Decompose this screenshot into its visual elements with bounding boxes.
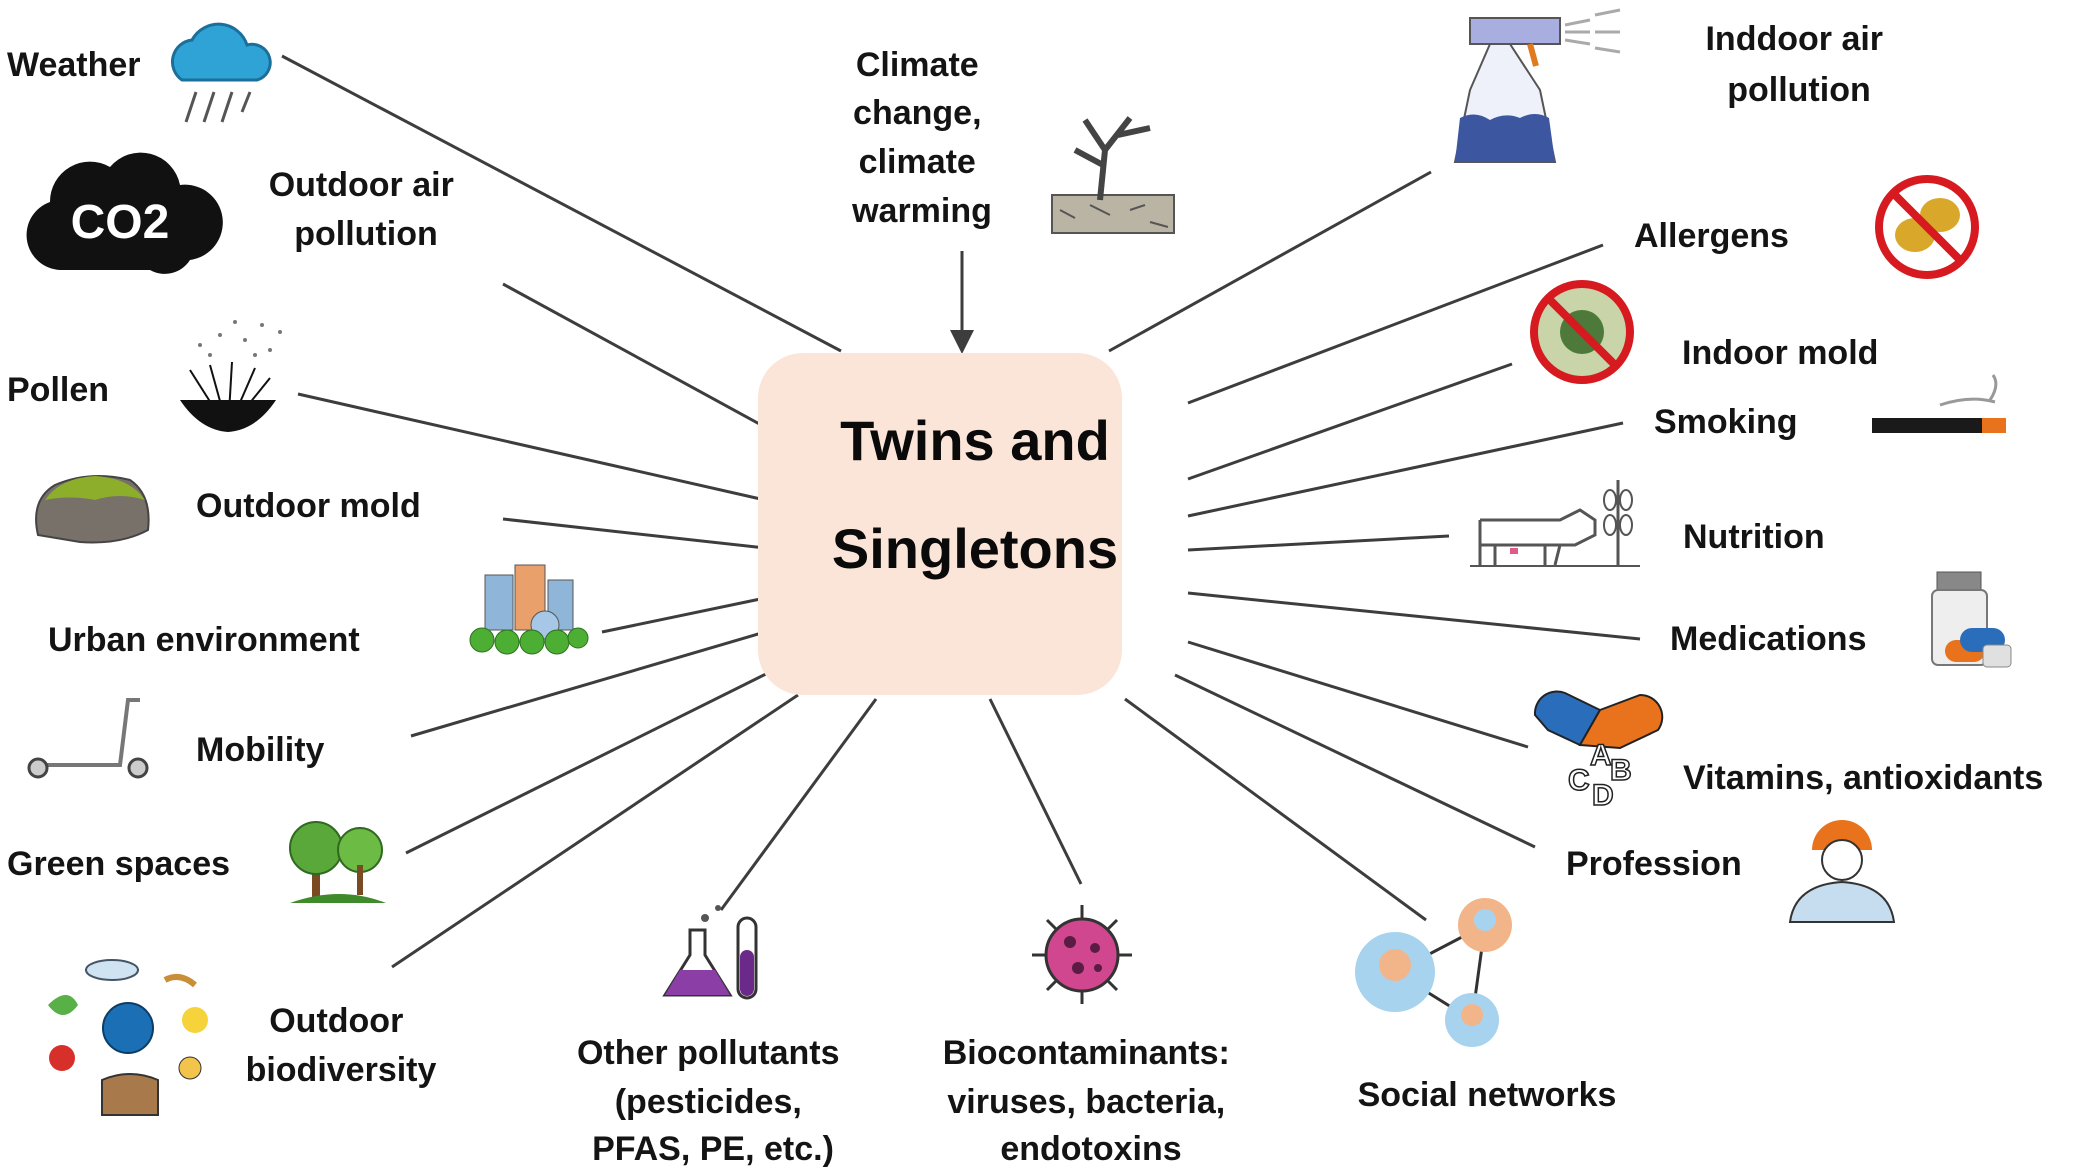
- cigarette-icon: [1872, 374, 2006, 433]
- labels: Weather Climate change, climate warming …: [7, 20, 2043, 1168]
- center-node: Twins and Singletons: [758, 353, 1122, 695]
- spray-bottle-icon: [1453, 8, 1621, 163]
- connector-weather: [281, 54, 842, 353]
- label-biodiversity: Outdoor biodiversity: [246, 1002, 437, 1089]
- label-weather: Weather: [7, 46, 141, 84]
- connector-indoor-mold: [1187, 362, 1513, 481]
- connector-medications: [1187, 591, 1641, 641]
- svg-text:C: C: [1568, 764, 1590, 797]
- virus-icon: [1032, 905, 1132, 1004]
- connector-biocontaminants: [988, 698, 1083, 885]
- label-climate: Climate change, climate warming: [851, 46, 992, 230]
- no-mold-icon: [1530, 280, 1634, 384]
- cow-wheat-icon: [1470, 480, 1640, 567]
- label-profession: Profession: [1566, 845, 1742, 883]
- connector-green: [405, 670, 771, 855]
- pollen-icon: [180, 320, 282, 432]
- no-peanut-icon: [1875, 175, 1979, 279]
- co2-cloud-icon: CO2: [26, 152, 223, 274]
- connector-pollen: [297, 392, 766, 502]
- center-title-line1: Twins and: [840, 409, 1110, 472]
- label-outdoor-mold: Outdoor mold: [196, 487, 421, 525]
- connector-social: [1124, 697, 1427, 922]
- connector-mobility: [410, 630, 766, 738]
- label-pollen: Pollen: [7, 371, 109, 409]
- label-vitamins: Vitamins, antioxidants: [1683, 759, 2043, 797]
- label-pollutants: Other pollutants (pesticides, PFAS, PE, …: [577, 1034, 849, 1168]
- label-green: Green spaces: [7, 845, 230, 883]
- label-mobility: Mobility: [196, 731, 325, 769]
- connector-outdoor-mold: [502, 517, 766, 550]
- scooter-icon: [27, 698, 149, 779]
- svg-text:D: D: [1592, 779, 1614, 812]
- svg-text:A: A: [1590, 739, 1612, 772]
- city-icon: [469, 564, 589, 655]
- biodiversity-icon: [48, 959, 208, 1116]
- svg-text:CO2: CO2: [71, 196, 170, 249]
- connector-pollutants: [719, 698, 878, 911]
- label-biocontaminants: Biocontaminants: viruses, bacteria, endo…: [943, 1034, 1240, 1168]
- connector-urban: [601, 596, 766, 634]
- connector-biodiversity: [391, 693, 799, 969]
- label-nutrition: Nutrition: [1683, 518, 1825, 556]
- connector-nutrition: [1187, 534, 1450, 552]
- worker-icon: [1788, 820, 1896, 923]
- lab-flask-icon: [662, 905, 758, 1000]
- label-social: Social networks: [1358, 1076, 1617, 1114]
- svg-text:B: B: [1610, 754, 1632, 787]
- pill-bottle-icon: [1931, 571, 2012, 668]
- label-indoor-mold: Indoor mold: [1682, 334, 1878, 372]
- label-smoking: Smoking: [1654, 403, 1798, 441]
- label-indoor-air: Inddoor air pollution: [1705, 20, 1892, 109]
- connector-allergens: [1187, 243, 1604, 405]
- label-medications: Medications: [1670, 620, 1866, 658]
- connectors: [281, 54, 1641, 969]
- label-allergens: Allergens: [1634, 217, 1789, 255]
- vitamin-capsule-icon: A B C D: [1533, 690, 1664, 813]
- dead-tree-icon: [1051, 116, 1175, 234]
- social-network-icon: [1355, 898, 1512, 1047]
- connector-vitamins: [1187, 640, 1529, 749]
- connector-outdoor-air: [502, 282, 766, 429]
- label-urban: Urban environment: [48, 621, 360, 659]
- connector-profession: [1174, 673, 1536, 849]
- connector-indoor-air: [1108, 170, 1432, 353]
- center-title-line2: Singletons: [832, 517, 1118, 580]
- label-outdoor-air: Outdoor air pollution: [269, 166, 464, 253]
- connector-smoking: [1187, 421, 1624, 518]
- rain-cloud-icon: [171, 22, 272, 123]
- mossy-rock-icon: [35, 475, 150, 544]
- trees-icon: [289, 821, 386, 903]
